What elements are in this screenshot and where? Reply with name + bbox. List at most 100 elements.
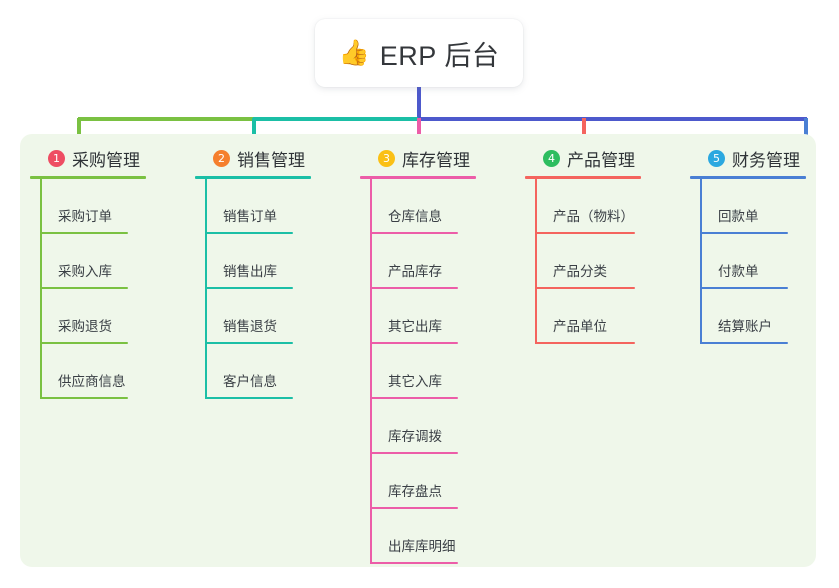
branch-item-label: 客户信息 xyxy=(223,374,277,389)
branch-item-rule xyxy=(535,287,635,289)
branch-item-rule xyxy=(370,397,458,399)
branch-item-label: 其它出库 xyxy=(388,319,442,334)
branch-item-label: 其它入库 xyxy=(388,374,442,389)
branch-item-rule xyxy=(370,342,458,344)
branch-header-rule xyxy=(525,176,641,179)
thumbs-up-icon: 👍 xyxy=(338,38,370,67)
branch-header-3[interactable]: 3 库存管理 xyxy=(360,146,476,170)
branch-item-label: 付款单 xyxy=(718,264,759,279)
diagram-panel xyxy=(20,134,816,567)
branch-item-label: 销售退货 xyxy=(223,319,277,334)
branch-header-rule xyxy=(690,176,806,179)
branch-spine xyxy=(40,179,42,399)
branch-item[interactable]: 其它出库 xyxy=(360,289,476,344)
branch-item-list: 销售订单销售出库销售退货客户信息 xyxy=(195,179,311,399)
branch-item-list: 采购订单采购入库采购退货供应商信息 xyxy=(30,179,146,399)
branch-number-badge: 5 xyxy=(708,149,725,167)
branch-item-label: 采购入库 xyxy=(58,264,112,279)
branch-item-label: 产品（物料） xyxy=(553,209,634,224)
branch-item-rule xyxy=(205,342,293,344)
branch-spine xyxy=(700,179,702,344)
branch-item-label: 采购退货 xyxy=(58,319,112,334)
root-node[interactable]: 👍 ERP 后台 xyxy=(315,19,523,87)
branch-number-badge: 2 xyxy=(213,149,230,167)
branch-column-1: 1 采购管理采购订单采购入库采购退货供应商信息 xyxy=(30,146,146,399)
branch-item-list: 仓库信息产品库存其它出库其它入库库存调拨库存盘点出库库明细 xyxy=(360,179,476,564)
branch-item[interactable]: 销售订单 xyxy=(195,179,311,234)
branch-number-badge: 3 xyxy=(378,149,395,167)
branch-item-rule xyxy=(40,287,128,289)
branch-item-rule xyxy=(205,287,293,289)
branch-item[interactable]: 采购入库 xyxy=(30,234,146,289)
branch-item-rule xyxy=(370,452,458,454)
branch-title: 库存管理 xyxy=(402,150,470,170)
branch-item-label: 销售订单 xyxy=(223,209,277,224)
branch-item[interactable]: 其它入库 xyxy=(360,344,476,399)
branch-header-rule xyxy=(30,176,146,179)
branch-item-rule xyxy=(370,507,458,509)
branch-item-rule xyxy=(40,232,128,234)
branch-item-rule xyxy=(370,287,458,289)
branch-item[interactable]: 销售出库 xyxy=(195,234,311,289)
branch-header-2[interactable]: 2 销售管理 xyxy=(195,146,311,170)
branch-header-1[interactable]: 1 采购管理 xyxy=(30,146,146,170)
branch-item[interactable]: 销售退货 xyxy=(195,289,311,344)
branch-item-rule xyxy=(535,342,635,344)
branch-column-2: 2 销售管理销售订单销售出库销售退货客户信息 xyxy=(195,146,311,399)
branch-item[interactable]: 仓库信息 xyxy=(360,179,476,234)
branch-item[interactable]: 库存调拨 xyxy=(360,399,476,454)
branch-item[interactable]: 采购订单 xyxy=(30,179,146,234)
branch-item-label: 产品分类 xyxy=(553,264,607,279)
branch-item[interactable]: 客户信息 xyxy=(195,344,311,399)
branch-item[interactable]: 采购退货 xyxy=(30,289,146,344)
branch-item-list: 产品（物料） 产品分类产品单位 xyxy=(525,179,641,344)
branch-number-badge: 1 xyxy=(48,149,65,167)
branch-title: 销售管理 xyxy=(237,150,305,170)
branch-item-rule xyxy=(700,287,788,289)
branch-item[interactable]: 回款单 xyxy=(690,179,806,234)
branch-item-rule xyxy=(40,397,128,399)
branch-header-rule xyxy=(195,176,311,179)
branch-item-label: 库存盘点 xyxy=(388,484,442,499)
branch-item-rule xyxy=(205,232,293,234)
branch-item-rule xyxy=(535,232,635,234)
branch-item[interactable]: 产品分类 xyxy=(525,234,641,289)
branch-item-rule xyxy=(370,232,458,234)
branch-item-rule xyxy=(205,397,293,399)
branch-item[interactable]: 产品单位 xyxy=(525,289,641,344)
branch-title: 产品管理 xyxy=(567,150,635,170)
branch-item-rule xyxy=(700,232,788,234)
branch-item-label: 产品单位 xyxy=(553,319,607,334)
branch-item-label: 产品库存 xyxy=(388,264,442,279)
branch-header-rule xyxy=(360,176,476,179)
branch-title: 采购管理 xyxy=(72,150,140,170)
branch-item-rule xyxy=(370,562,458,564)
branch-item[interactable]: 付款单 xyxy=(690,234,806,289)
branch-item[interactable]: 库存盘点 xyxy=(360,454,476,509)
branch-item-label: 库存调拨 xyxy=(388,429,442,444)
branch-spine xyxy=(205,179,207,399)
branch-item[interactable]: 结算账户 xyxy=(690,289,806,344)
branch-header-4[interactable]: 4 产品管理 xyxy=(525,146,641,170)
branch-item-list: 回款单付款单结算账户 xyxy=(690,179,806,344)
branch-item-label: 采购订单 xyxy=(58,209,112,224)
branch-item-rule xyxy=(40,342,128,344)
branch-item-label: 结算账户 xyxy=(718,319,772,334)
branch-spine xyxy=(370,179,372,564)
branch-column-4: 4 产品管理产品（物料） 产品分类产品单位 xyxy=(525,146,641,344)
branch-item-label: 出库库明细 xyxy=(388,539,456,554)
branch-item[interactable]: 产品（物料） xyxy=(525,179,641,234)
branch-item[interactable]: 产品库存 xyxy=(360,234,476,289)
branch-item-label: 仓库信息 xyxy=(388,209,442,224)
root-title: ERP 后台 xyxy=(379,40,500,71)
branch-number-badge: 4 xyxy=(543,149,560,167)
branch-item-label: 回款单 xyxy=(718,209,759,224)
branch-item[interactable]: 出库库明细 xyxy=(360,509,476,564)
branch-item-rule xyxy=(700,342,788,344)
branch-item[interactable]: 供应商信息 xyxy=(30,344,146,399)
branch-item-label: 销售出库 xyxy=(223,264,277,279)
branch-column-3: 3 库存管理仓库信息产品库存其它出库其它入库库存调拨库存盘点出库库明细 xyxy=(360,146,476,564)
branch-spine xyxy=(535,179,537,344)
